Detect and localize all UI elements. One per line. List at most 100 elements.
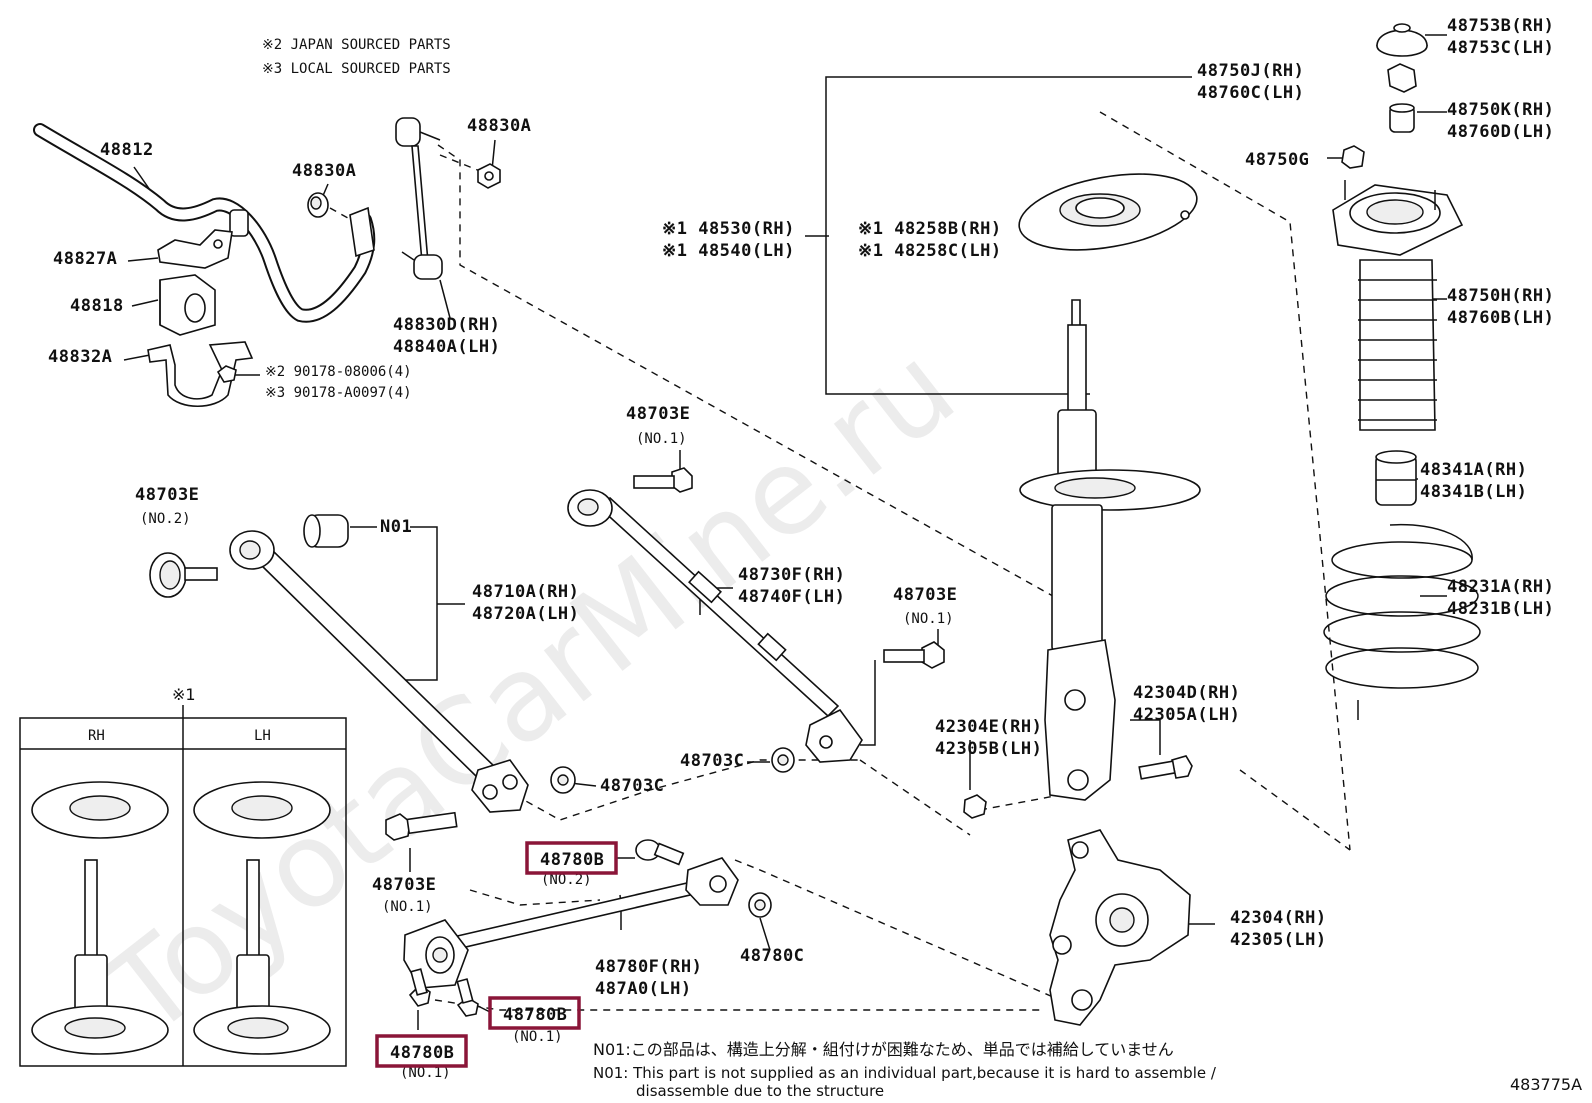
label-48258B[interactable]: ※1 48258B(RH) bbox=[858, 219, 1002, 239]
label-42304E[interactable]: 42304E(RH) bbox=[935, 717, 1042, 737]
highlight-48780B-left bbox=[375, 1034, 468, 1068]
bolt-48780B-mid bbox=[635, 839, 685, 866]
label-48530[interactable]: ※1 48530(RH) bbox=[662, 219, 795, 239]
stabilizer-bar bbox=[33, 123, 376, 323]
strut-upper-support-plate bbox=[1018, 173, 1198, 251]
label-48341B[interactable]: 48341B(LH) bbox=[1420, 482, 1527, 502]
shock-absorber bbox=[1019, 299, 1201, 801]
label-42304[interactable]: 42304(RH) bbox=[1230, 908, 1327, 928]
bolt-48703E-bottom bbox=[385, 811, 458, 841]
coil-spring bbox=[1323, 523, 1481, 689]
toe-control-rod bbox=[567, 489, 863, 763]
label-48703E-right-sub: (NO.1) bbox=[903, 611, 954, 627]
nut-48780C bbox=[748, 892, 772, 918]
note-english-line1: N01: This part is not supplied as an ind… bbox=[593, 1064, 1217, 1082]
label-48703E-left-sub: (NO.2) bbox=[140, 511, 191, 527]
label-48830A-nut[interactable]: 48830A bbox=[467, 116, 531, 136]
label-42304D[interactable]: 42304D(RH) bbox=[1133, 683, 1240, 703]
bolt-48703E-right bbox=[883, 641, 945, 669]
label-48703E-left[interactable]: 48703E bbox=[135, 485, 199, 505]
label-48780B-mid-sub: (NO.2) bbox=[541, 872, 592, 888]
label-48703E-top[interactable]: 48703E bbox=[626, 404, 690, 424]
label-48780F[interactable]: 48780F(RH) bbox=[595, 957, 702, 977]
label-48827A[interactable]: 48827A bbox=[53, 249, 117, 269]
label-48750K[interactable]: 48750K(RH) bbox=[1447, 100, 1554, 120]
label-48830A-bushing[interactable]: 48830A bbox=[292, 161, 356, 181]
label-42305A[interactable]: 42305A(LH) bbox=[1133, 705, 1240, 725]
label-N01[interactable]: N01 bbox=[380, 517, 412, 537]
label-48760D[interactable]: 48760D(LH) bbox=[1447, 122, 1554, 142]
label-487A0[interactable]: 487A0(LH) bbox=[595, 979, 692, 999]
highlight-48780B-right bbox=[488, 996, 581, 1030]
upper-support-collar bbox=[1389, 103, 1415, 133]
stabilizer-link-bushing bbox=[307, 192, 329, 218]
nut-48703C-a bbox=[771, 747, 795, 773]
label-48780B-right[interactable]: 48780B bbox=[503, 1005, 567, 1025]
inset-lh-strut bbox=[193, 781, 331, 1055]
label-48753B[interactable]: 48753B(RH) bbox=[1447, 16, 1554, 36]
bolt-42304D bbox=[1138, 755, 1193, 780]
label-48258C[interactable]: ※1 48258C(LH) bbox=[858, 241, 1002, 261]
inset-marker: ※1 bbox=[172, 685, 196, 704]
label-42305B[interactable]: 42305B(LH) bbox=[935, 739, 1042, 759]
note-english-line2: disassemble due to the structure bbox=[636, 1082, 884, 1099]
stabilizer-bracket-lower bbox=[147, 341, 254, 407]
label-48750G[interactable]: 48750G bbox=[1245, 150, 1309, 170]
bracket-bolt bbox=[216, 365, 237, 383]
label-48341A[interactable]: 48341A(RH) bbox=[1420, 460, 1527, 480]
label-48780B-left[interactable]: 48780B bbox=[390, 1043, 454, 1063]
label-90178-08006[interactable]: ※2 90178-08006(4) bbox=[265, 364, 412, 380]
diagram-id: 483775A bbox=[1510, 1075, 1582, 1094]
label-48710A[interactable]: 48710A(RH) bbox=[472, 582, 579, 602]
label-48730F[interactable]: 48730F(RH) bbox=[738, 565, 845, 585]
highlight-48780B-mid bbox=[525, 841, 618, 875]
label-48703C-b[interactable]: 48703C bbox=[600, 776, 664, 796]
inset-rh-strut bbox=[31, 781, 169, 1055]
upper-control-arm-no1 bbox=[229, 530, 529, 813]
label-48231A[interactable]: 48231A(RH) bbox=[1447, 577, 1554, 597]
label-48760B[interactable]: 48760B(LH) bbox=[1447, 308, 1554, 328]
label-48753C[interactable]: 48753C(LH) bbox=[1447, 38, 1554, 58]
stabilizer-bushing bbox=[159, 274, 216, 336]
label-48780B-mid[interactable]: 48780B bbox=[540, 850, 604, 870]
bolt-48780B-left bbox=[408, 968, 431, 1007]
label-48780C[interactable]: 48780C bbox=[740, 946, 804, 966]
label-48703E-bottom-sub: (NO.1) bbox=[382, 899, 433, 915]
label-48703E-right[interactable]: 48703E bbox=[893, 585, 957, 605]
label-48812[interactable]: 48812 bbox=[100, 140, 154, 160]
dust-boot bbox=[1358, 259, 1437, 431]
note-japanese: N01:この部品は、構造上分解・組付けが困難なため、単品では補給していません bbox=[593, 1040, 1174, 1059]
inset-rh-header: RH bbox=[88, 728, 105, 744]
support-nut-small bbox=[1341, 145, 1365, 169]
part-labels: 48812 48827A 48818 48832A 48830A 48830A … bbox=[48, 16, 1554, 1081]
label-48740F[interactable]: 48740F(LH) bbox=[738, 587, 845, 607]
stabilizer-link bbox=[395, 117, 443, 280]
label-48703E-bottom[interactable]: 48703E bbox=[372, 875, 436, 895]
nut-48703C-b bbox=[550, 766, 576, 794]
label-48780B-right-sub: (NO.1) bbox=[512, 1029, 563, 1045]
label-48760C[interactable]: 48760C(LH) bbox=[1197, 83, 1304, 103]
label-90178-A0097[interactable]: ※3 90178-A0097(4) bbox=[265, 385, 412, 401]
label-48720A[interactable]: 48720A(LH) bbox=[472, 604, 579, 624]
bushing-n01 bbox=[303, 514, 349, 548]
rear-axle-carrier bbox=[1049, 829, 1191, 1026]
legend-japan-sourced: ※2 JAPAN SOURCED PARTS bbox=[262, 37, 451, 53]
label-48750H[interactable]: 48750H(RH) bbox=[1447, 286, 1554, 306]
label-48703C-a[interactable]: 48703C bbox=[680, 751, 744, 771]
label-48231B[interactable]: 48231B(LH) bbox=[1447, 599, 1554, 619]
label-48540[interactable]: ※1 48540(LH) bbox=[662, 241, 795, 261]
label-48840A[interactable]: 48840A(LH) bbox=[393, 337, 500, 357]
bump-stopper bbox=[1375, 450, 1417, 506]
bolt-48703E-top bbox=[633, 467, 693, 493]
label-48818[interactable]: 48818 bbox=[70, 296, 124, 316]
label-48750J[interactable]: 48750J(RH) bbox=[1197, 61, 1304, 81]
inset-box bbox=[19, 705, 347, 1067]
bolt-42304E bbox=[963, 794, 987, 819]
label-48832A[interactable]: 48832A bbox=[48, 347, 112, 367]
watermark-text: ToyotaCarMine.ru bbox=[81, 319, 979, 1063]
bolt-48780B-right bbox=[456, 978, 479, 1017]
label-42305[interactable]: 42305(LH) bbox=[1230, 930, 1327, 950]
label-48830D[interactable]: 48830D(RH) bbox=[393, 315, 500, 335]
